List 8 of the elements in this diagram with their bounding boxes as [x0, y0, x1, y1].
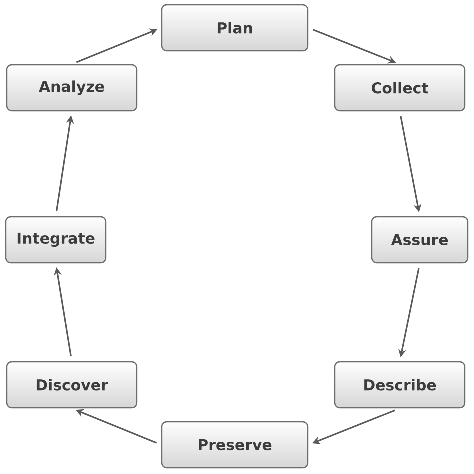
process-box: Discover — [6, 361, 138, 409]
process-box: Plan — [161, 4, 309, 52]
process-box: Assure — [371, 216, 469, 264]
process-box: Integrate — [5, 216, 107, 264]
process-box: Analyze — [6, 64, 138, 112]
process-box: Collect — [334, 64, 466, 112]
process-box: Describe — [334, 361, 466, 409]
process-box: Preserve — [161, 421, 309, 469]
